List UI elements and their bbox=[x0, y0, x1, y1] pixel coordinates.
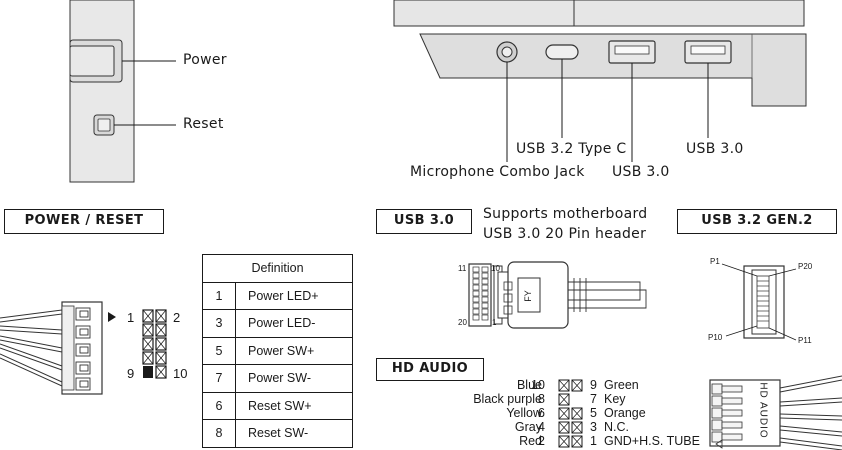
hd-audio-header bbox=[558, 379, 583, 448]
usb32-connector bbox=[721, 263, 797, 341]
pin-number: 1 bbox=[202, 281, 236, 310]
pin-name: Reset SW- bbox=[235, 419, 353, 448]
usb3-b-label: USB 3.0 bbox=[686, 141, 744, 157]
usb30-pin-10: 10 bbox=[491, 264, 500, 273]
usb32-header: USB 3.2 GEN.2 bbox=[677, 209, 837, 234]
usb30-pin-11: 11 bbox=[458, 264, 467, 273]
type-c-label: USB 3.2 Type C bbox=[516, 141, 627, 157]
audio-pin-4: 4 bbox=[538, 420, 545, 434]
power-label: Power bbox=[183, 52, 227, 68]
pin-number: 3 bbox=[202, 309, 236, 338]
audio-pin-7: 7 bbox=[590, 392, 597, 406]
power-reset-connector bbox=[0, 301, 167, 395]
usb30-pin-20: 20 bbox=[458, 318, 467, 327]
pin-label-9: 9 bbox=[127, 366, 135, 381]
pin-name: Power LED+ bbox=[235, 281, 353, 310]
front-panel-side bbox=[69, 0, 176, 183]
pin-label-10: 10 bbox=[173, 366, 188, 381]
audio-pin-8: 8 bbox=[538, 392, 545, 406]
front-panel-top bbox=[393, 0, 807, 162]
audio-pin-3: 3 bbox=[590, 420, 597, 434]
hd-audio-connector bbox=[709, 375, 842, 450]
audio-pin-6: 6 bbox=[538, 406, 545, 420]
hd-audio-header: HD AUDIO bbox=[376, 358, 484, 381]
usb32-pin-p20: P20 bbox=[798, 262, 813, 271]
usb32-pin-p10: P10 bbox=[708, 333, 723, 342]
usb32-pin-p1: P1 bbox=[710, 257, 720, 266]
definition-header: Definition bbox=[202, 254, 353, 283]
pin-label-2: 2 bbox=[173, 310, 181, 325]
usb30-pin-1: 1 bbox=[492, 318, 497, 327]
usb30-note-line1: Supports motherboard bbox=[483, 206, 648, 222]
audio-wire-yellow: Yellow bbox=[506, 406, 542, 420]
pin-name: Power LED- bbox=[235, 309, 353, 338]
pin-name: Reset SW+ bbox=[235, 391, 353, 420]
usb30-connector bbox=[468, 261, 647, 329]
audio-wire-gray: Gray bbox=[514, 420, 542, 434]
audio-wire-red: Red bbox=[519, 434, 542, 448]
audio-wire-blue: Blue bbox=[516, 378, 542, 392]
pin-number: 5 bbox=[202, 336, 236, 365]
usb32-pin-p11: P11 bbox=[798, 336, 812, 345]
audio-pin-1: 1 bbox=[590, 434, 597, 448]
usb3-a-label: USB 3.0 bbox=[612, 164, 670, 180]
pin-number: 7 bbox=[202, 364, 236, 393]
audio-wire-black-purple: Black purple bbox=[473, 392, 542, 406]
usb30-header: USB 3.0 bbox=[376, 209, 472, 234]
pin-name: Power SW- bbox=[235, 364, 353, 393]
reset-label: Reset bbox=[183, 116, 224, 132]
pin-name: Power SW+ bbox=[235, 336, 353, 365]
audio-pin-5: 5 bbox=[590, 406, 597, 420]
audio-pin-10: 10 bbox=[531, 378, 545, 392]
pin-label-1: 1 bbox=[127, 310, 135, 325]
usb30-note-line2: USB 3.0 20 Pin header bbox=[483, 226, 647, 242]
audio-wire-green: Green bbox=[604, 378, 639, 392]
pin-number: 8 bbox=[202, 419, 236, 448]
audio-gnd: GND+H.S. TUBE bbox=[604, 434, 700, 448]
power-reset-header: POWER / RESET bbox=[4, 209, 164, 234]
audio-nc: N.C. bbox=[604, 420, 629, 434]
audio-wire-orange: Orange bbox=[604, 406, 646, 420]
audio-pin-2: 2 bbox=[538, 434, 545, 448]
hd-audio-connector-text: HD AUDIO bbox=[757, 382, 769, 439]
audio-key: Key bbox=[604, 392, 626, 406]
pin-number: 6 bbox=[202, 391, 236, 420]
usb30-connector-mark: FY bbox=[522, 290, 533, 302]
audio-pin-9: 9 bbox=[590, 378, 597, 392]
mic-combo-label: Microphone Combo Jack bbox=[410, 164, 585, 180]
